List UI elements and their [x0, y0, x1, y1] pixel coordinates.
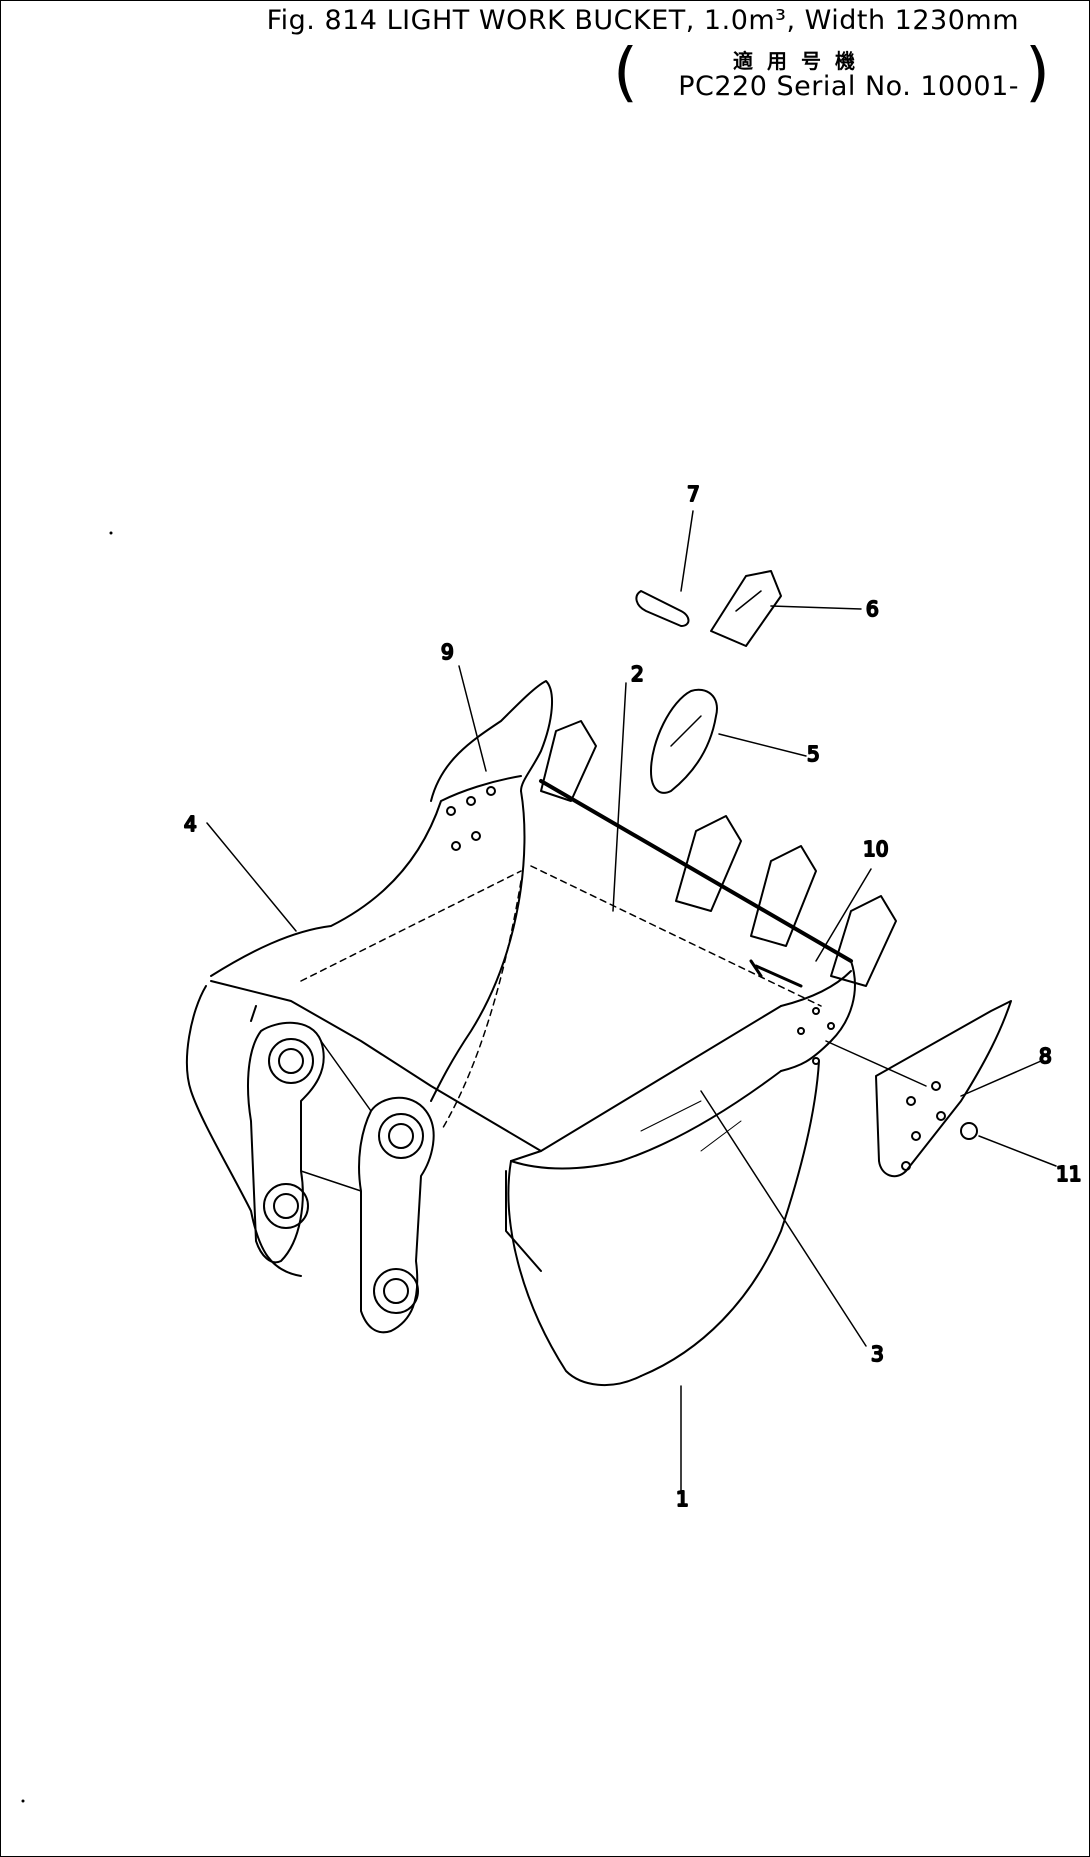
bottom-plate: [507, 1160, 642, 1387]
callout-7: 7: [687, 482, 700, 506]
side-cutter-left: [430, 680, 553, 851]
leader-lines: [206, 510, 1057, 1492]
bucket-body: [185, 775, 856, 1387]
nut-part-11: [960, 1122, 978, 1140]
right-parenthesis: ): [1025, 36, 1050, 110]
callout-10: 10: [863, 837, 888, 861]
figure-title: Fig. 814 LIGHT WORK BUCKET, 1.0m³, Width…: [266, 5, 1019, 36]
right-side-plate: [780, 960, 856, 1072]
callout-4: 4: [184, 812, 197, 836]
callout-6: 6: [866, 597, 879, 621]
left-parenthesis: (: [613, 36, 638, 110]
callout-8: 8: [1039, 1044, 1052, 1068]
callout-2: 2: [631, 662, 644, 686]
left-bracket: [247, 1021, 325, 1264]
applicability-label: 適用号機: [733, 49, 869, 73]
serial-number-line: PC220 Serial No. 10001-: [678, 71, 1019, 102]
tooth-2: [675, 815, 742, 912]
left-side-plate: [210, 775, 522, 977]
callout-5: 5: [807, 742, 820, 766]
scan-speck: [21, 1799, 25, 1803]
teeth-row: [540, 720, 897, 987]
callout-3: 3: [871, 1342, 884, 1366]
right-bracket: [358, 1096, 435, 1334]
pin-part-7: [635, 590, 690, 627]
cutting-edge: [539, 779, 853, 963]
rear-brackets: [247, 1021, 435, 1334]
callout-11: 11: [1056, 1162, 1081, 1186]
tooth-1: [540, 720, 597, 802]
bolt-part-10: [754, 964, 803, 988]
scan-speck: [109, 531, 113, 535]
tooth-point-part-6: [710, 570, 782, 647]
tooth-4: [830, 895, 897, 987]
callout-1: 1: [676, 1487, 689, 1511]
tooth-3: [750, 845, 817, 947]
side-cutter-part-8: [875, 1000, 1012, 1178]
callout-9: 9: [441, 640, 454, 664]
back-plate: [210, 980, 542, 1152]
adapter-part-5: [650, 688, 718, 794]
